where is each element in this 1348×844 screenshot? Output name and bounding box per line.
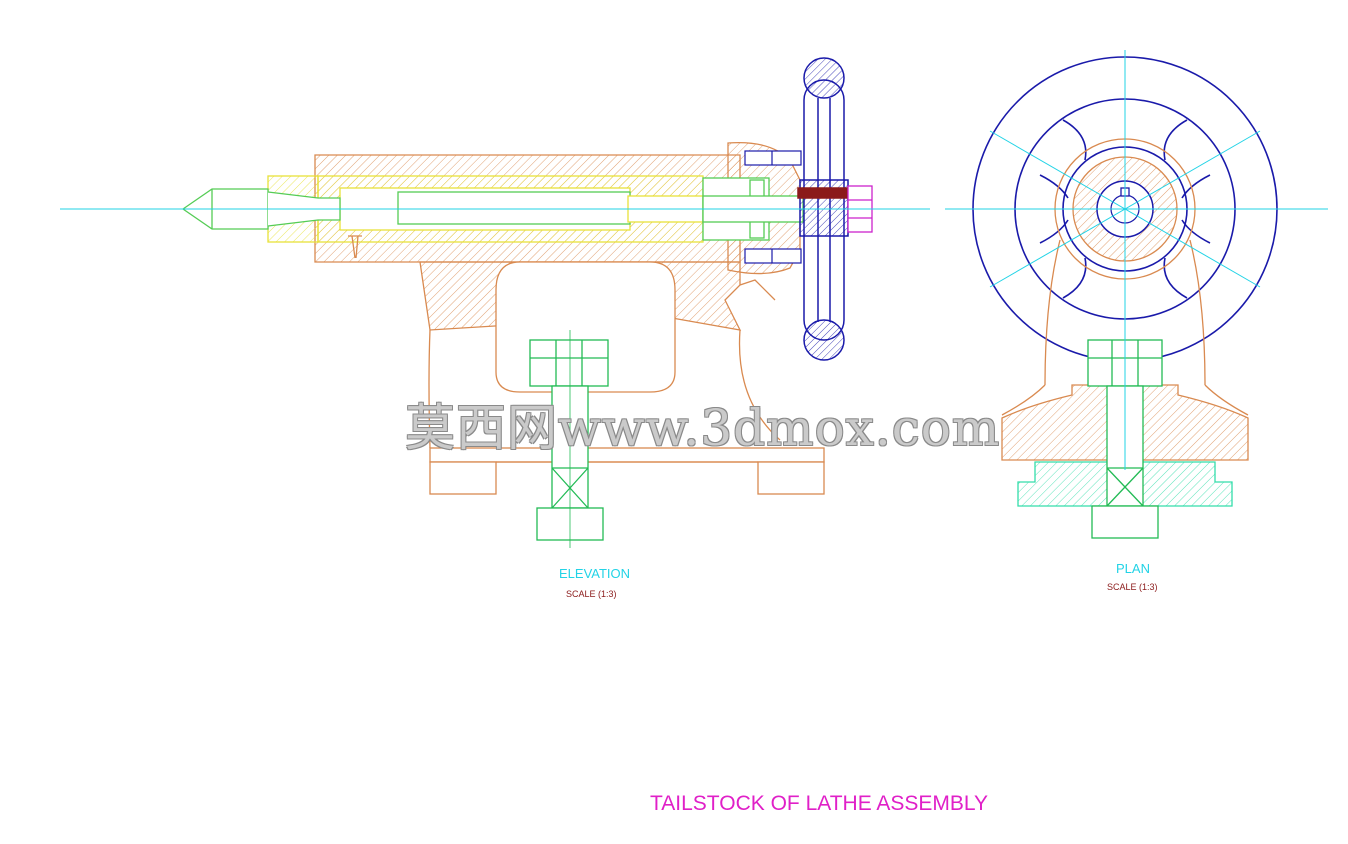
plan-center-lines: [945, 50, 1328, 470]
elevation-scale-label: SCALE (1:3): [566, 589, 617, 599]
elevation-view: [60, 57, 930, 548]
plan-view: [945, 50, 1328, 539]
plan-scale-label: SCALE (1:3): [1107, 582, 1158, 592]
watermark: 莫西网www.3dmox.com: [405, 399, 1001, 457]
elevation-view-label: ELEVATION: [559, 566, 631, 581]
handwheel-section: [797, 57, 851, 361]
drawing-title: TAILSTOCK OF LATHE ASSEMBLY: [650, 792, 989, 815]
clamp-screws: [744, 150, 802, 264]
clamp-bolt-elevation: [529, 330, 609, 548]
plan-view-label: PLAN: [1116, 561, 1150, 576]
plan-support: [1001, 239, 1249, 416]
